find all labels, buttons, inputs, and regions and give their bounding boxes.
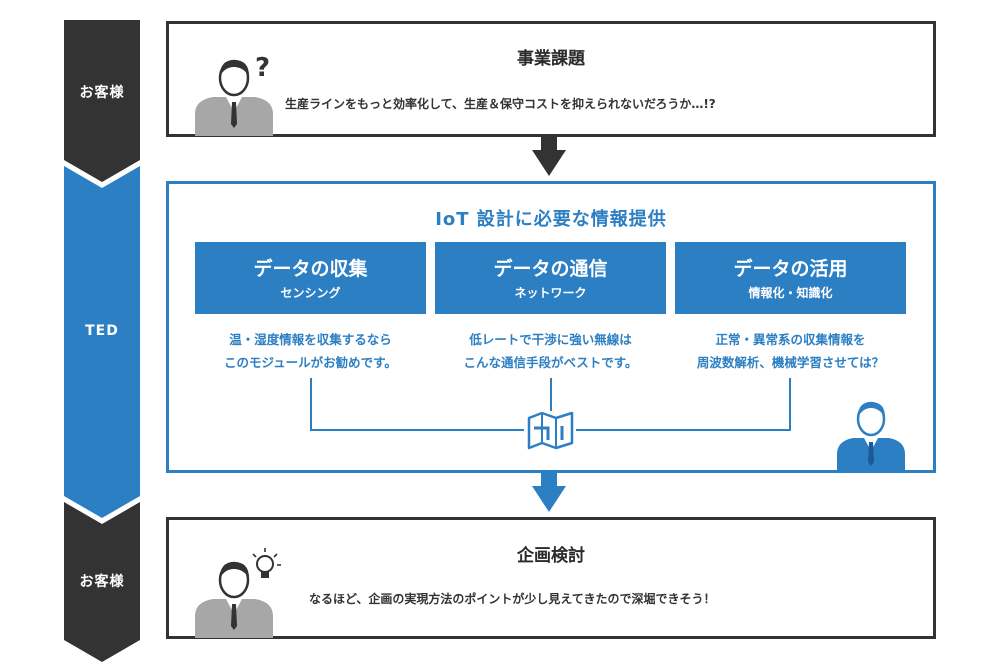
lane-label-ted: TED <box>85 323 119 339</box>
card-description: 低レートで干渉に強い無線は こんな通信手段がベストです。 <box>435 328 666 374</box>
card-title: データの通信 <box>493 258 608 280</box>
lightbulb-icon <box>252 548 281 578</box>
description-line: 正常・異常系の収集情報を <box>715 332 866 347</box>
person-question-icon: ? <box>195 53 273 136</box>
card-data-collection: データの収集 センシング <box>195 242 426 314</box>
description-line: 低レートで干渉に強い無線は <box>469 332 632 347</box>
svg-text:?: ? <box>255 53 270 83</box>
card-data-communication: データの通信 ネットワーク <box>435 242 666 314</box>
card-description: 温・湿度情報を収集するなら このモジュールがお勧めです。 <box>195 328 426 374</box>
ted-staff-icon <box>837 401 905 472</box>
description-line: 周波数解析、機械学習させては？ <box>696 355 885 370</box>
lane-label-customer: お客様 <box>79 574 125 590</box>
card-title: データの収集 <box>253 258 368 280</box>
lane-bar-ted <box>64 166 140 518</box>
card-description: 正常・異常系の収集情報を 周波数解析、機械学習させては？ <box>675 328 906 374</box>
card-subtitle: ネットワーク <box>514 286 587 300</box>
customer-plan-title: 企画検討 <box>517 546 585 566</box>
card-subtitle: 情報化・知識化 <box>748 286 833 300</box>
description-line: このモジュールがお勧めです。 <box>224 355 397 370</box>
customer-issue-title: 事業課題 <box>517 49 585 69</box>
description-line: 温・湿度情報を収集するなら <box>229 332 392 347</box>
map-icon <box>527 411 574 450</box>
customer-issue-box: 事業課題 生産ラインをもっと効率化して、生産＆保守コストを抑えられないだろうか…… <box>166 21 936 137</box>
lane-bar-customer-top <box>64 20 140 182</box>
ted-title: IoT 設計に必要な情報提供 <box>435 209 667 230</box>
lane-bar-customer-bottom <box>64 502 140 662</box>
card-subtitle: センシング <box>280 286 341 300</box>
customer-issue-text: 生産ラインをもっと効率化して、生産＆保守コストを抑えられないだろうか…!? <box>285 97 716 111</box>
card-title: データの活用 <box>733 258 848 280</box>
customer-plan-box: 企画検討 なるほど、企画の実現方法のポイントが少し見えてきたので深堀できそう！ <box>166 517 936 639</box>
description-line: こんな通信手段がベストです。 <box>463 355 638 370</box>
person-idea-icon <box>195 548 281 638</box>
lane-label-customer: お客様 <box>79 85 125 101</box>
card-data-utilization: データの活用 情報化・知識化 <box>675 242 906 314</box>
customer-plan-text: なるほど、企画の実現方法のポイントが少し見えてきたので深堀できそう！ <box>309 592 716 606</box>
